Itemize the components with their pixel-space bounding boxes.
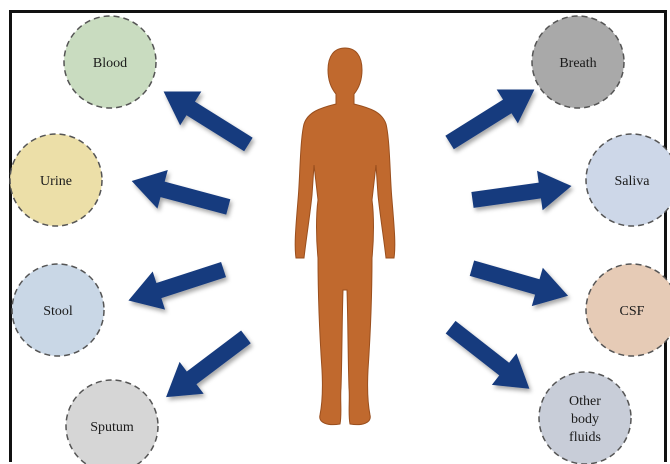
sample-circle-stool: Stool (11, 263, 105, 357)
arrow-to-breath (438, 72, 546, 160)
arrow-to-csf (466, 248, 574, 316)
arrow-to-stool (122, 250, 230, 320)
sample-circle-urine: Urine (9, 133, 103, 227)
arrow-to-saliva (469, 166, 575, 220)
sample-circle-breath: Breath (531, 15, 625, 109)
arrow-to-blood (152, 74, 260, 162)
other-label-line-3: fluids (569, 430, 601, 445)
breath-label: Breath (559, 56, 596, 71)
other-label-line-2: body (571, 412, 599, 427)
sample-circle-other-body-fluids: Other body fluids (538, 371, 632, 464)
sample-circle-csf: CSF (585, 263, 670, 357)
arrow-to-other-body-fluids (438, 311, 542, 405)
human-body-figure (294, 47, 396, 426)
other-label-line-1: Other (569, 394, 601, 409)
arrow-to-urine (126, 161, 234, 227)
sample-circle-saliva: Saliva (585, 133, 670, 227)
sample-circle-blood: Blood (63, 15, 157, 109)
arrow-to-sputum (154, 320, 258, 414)
sputum-label: Sputum (90, 420, 134, 435)
csf-label: CSF (620, 304, 645, 319)
sample-circle-sputum: Sputum (65, 379, 159, 464)
stool-label: Stool (43, 304, 73, 319)
blood-label: Blood (93, 56, 127, 71)
saliva-label: Saliva (615, 174, 651, 189)
urine-label: Urine (40, 174, 72, 189)
